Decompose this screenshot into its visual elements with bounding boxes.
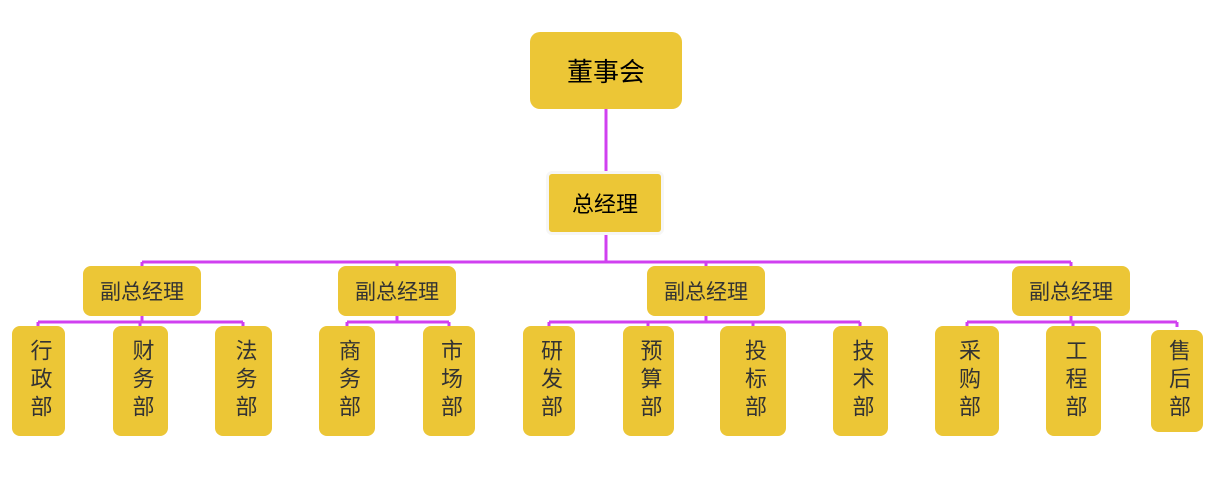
department-node: 研发部 [523, 326, 575, 436]
board-node: 董事会 [530, 32, 682, 109]
department-node: 市场部 [423, 326, 475, 436]
department-node: 售后部 [1151, 330, 1203, 432]
department-node: 投标部 [720, 326, 786, 436]
department-node: 预算部 [623, 326, 674, 436]
department-node: 财务部 [113, 326, 168, 436]
department-node: 技术部 [833, 326, 888, 436]
department-node: 行政部 [12, 326, 65, 436]
department-node: 工程部 [1046, 326, 1101, 436]
department-node: 商务部 [319, 326, 375, 436]
vice-president-node: 副总经理 [338, 266, 456, 316]
vice-president-node: 副总经理 [83, 266, 201, 316]
department-node: 法务部 [215, 326, 272, 436]
vice-president-node: 副总经理 [647, 266, 765, 316]
general-manager-node: 总经理 [546, 171, 664, 235]
department-node: 采购部 [935, 326, 999, 436]
vice-president-node: 副总经理 [1012, 266, 1130, 316]
